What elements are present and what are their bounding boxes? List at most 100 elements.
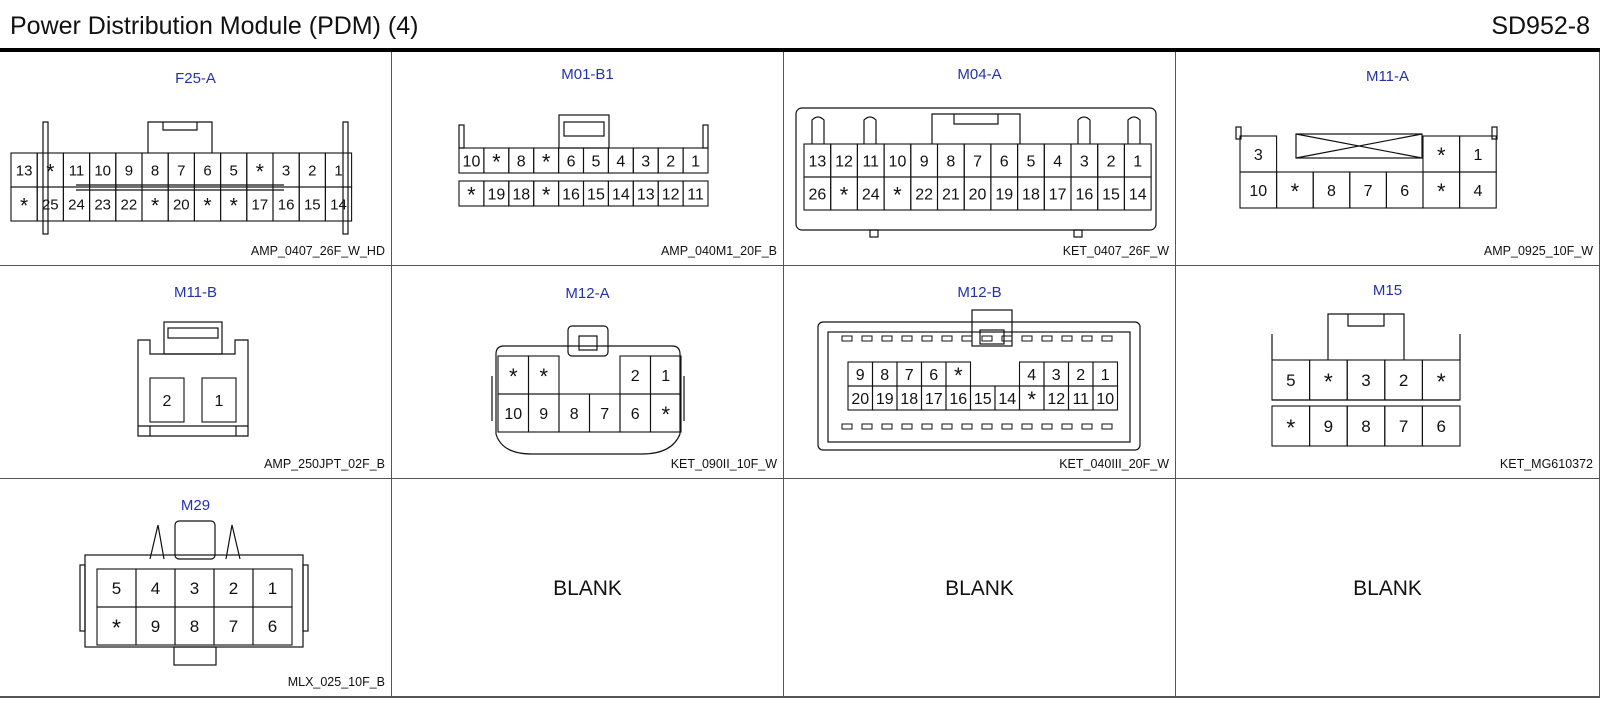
connector-part-number: AMP_0925_10F_W	[1483, 244, 1593, 258]
pin-number: 2	[163, 393, 172, 410]
pin-number: 24	[68, 196, 85, 213]
pin-number: 8	[570, 406, 579, 423]
pin-number: 5	[1286, 371, 1295, 390]
pin-number: 1	[1473, 147, 1482, 164]
pin-unused-marker: *	[539, 364, 548, 389]
pin-number: 15	[587, 186, 605, 203]
pin-cell	[1123, 176, 1152, 211]
blank-cell: BLANK	[1176, 479, 1600, 697]
page-title: Power Distribution Module (PDM) (4)	[10, 12, 419, 40]
pin-number: 16	[278, 196, 295, 213]
pin-unused-marker: *	[230, 194, 238, 217]
pin-unused-marker: *	[542, 149, 551, 174]
pin-number: 13	[808, 153, 826, 170]
latch-tooth	[861, 335, 873, 342]
pin-number: 20	[851, 391, 869, 408]
connector-part-number: AMP_250JPT_02F_B	[264, 457, 385, 471]
connector-part-number: KET_0407_26F_W	[1062, 244, 1169, 258]
pin-number: 9	[125, 162, 133, 179]
pin-cell	[649, 393, 682, 433]
pin-number: 16	[562, 186, 580, 203]
pin-number: 9	[539, 406, 548, 423]
latch-tooth	[1001, 423, 1013, 430]
latch-tooth	[1081, 423, 1093, 430]
pin-number: 23	[94, 196, 111, 213]
pin-cell	[682, 180, 709, 207]
pin-number: 8	[517, 153, 526, 170]
blank-cell: BLANK	[784, 479, 1176, 697]
pin-number: 7	[973, 153, 982, 170]
pin-unused-marker: *	[256, 160, 264, 183]
pin-number: 9	[856, 367, 865, 384]
pin-number: 19	[876, 391, 894, 408]
pin-number: 2	[1107, 153, 1116, 170]
connector-part-number: AMP_040M1_20F_B	[660, 244, 777, 258]
pin-number: 8	[151, 162, 159, 179]
pin-unused-marker: *	[1437, 143, 1446, 168]
latch-tooth	[1061, 423, 1073, 430]
pin-number: 8	[190, 617, 199, 636]
pin-number: 18	[512, 186, 530, 203]
pin-number: 12	[1047, 391, 1065, 408]
pin-number: 7	[229, 617, 238, 636]
pin-number: 19	[487, 186, 505, 203]
pin-number: 1	[691, 153, 700, 170]
pin-number: 20	[969, 186, 987, 203]
pin-number: 1	[215, 393, 224, 410]
pin-number: 1	[334, 162, 342, 179]
pin-cell	[1421, 359, 1461, 401]
latch-tooth	[841, 335, 853, 342]
pin-number: 10	[463, 153, 481, 170]
page-header: Power Distribution Module (PDM) (4) SD95…	[0, 0, 1600, 52]
pin-number: 22	[121, 196, 138, 213]
pin-number: 11	[862, 153, 879, 170]
pin-number: 14	[1129, 186, 1147, 203]
header-rule	[0, 48, 1600, 52]
pin-number: 9	[1324, 417, 1333, 436]
pin-unused-marker: *	[509, 364, 518, 389]
pin-number: 17	[252, 196, 269, 213]
pin-number: 9	[151, 617, 160, 636]
pin-number: 6	[631, 406, 640, 423]
pin-number: 26	[808, 186, 826, 203]
latch-tooth	[881, 335, 893, 342]
pin-cell	[149, 377, 185, 423]
connector-part-number: MLX_025_10F_B	[287, 675, 385, 689]
pin-number: 6	[567, 153, 576, 170]
latch-tooth	[881, 423, 893, 430]
pin-number: 24	[862, 186, 880, 203]
pin-number: 19	[995, 186, 1013, 203]
pin-number: 3	[1080, 153, 1089, 170]
pin-unused-marker: *	[492, 149, 501, 174]
pin-number: 2	[666, 153, 675, 170]
pin-number: 3	[1254, 147, 1263, 164]
pin-number: 12	[835, 153, 853, 170]
connector-name: M15	[1372, 282, 1403, 299]
pin-number: 2	[1076, 367, 1085, 384]
pin-number: 13	[16, 162, 33, 179]
latch-tooth	[861, 423, 873, 430]
blank-label: BLANK	[553, 577, 622, 600]
bottom-rule	[0, 697, 1600, 698]
pin-number: 6	[203, 162, 211, 179]
pin-unused-marker: *	[1027, 387, 1036, 412]
pin-number: 18	[900, 391, 918, 408]
pin-number: 11	[1072, 391, 1089, 408]
pin-unused-marker: *	[467, 182, 476, 207]
pin-number: 14	[330, 196, 347, 213]
connector-part-number: KET_090II_10F_W	[670, 457, 777, 471]
